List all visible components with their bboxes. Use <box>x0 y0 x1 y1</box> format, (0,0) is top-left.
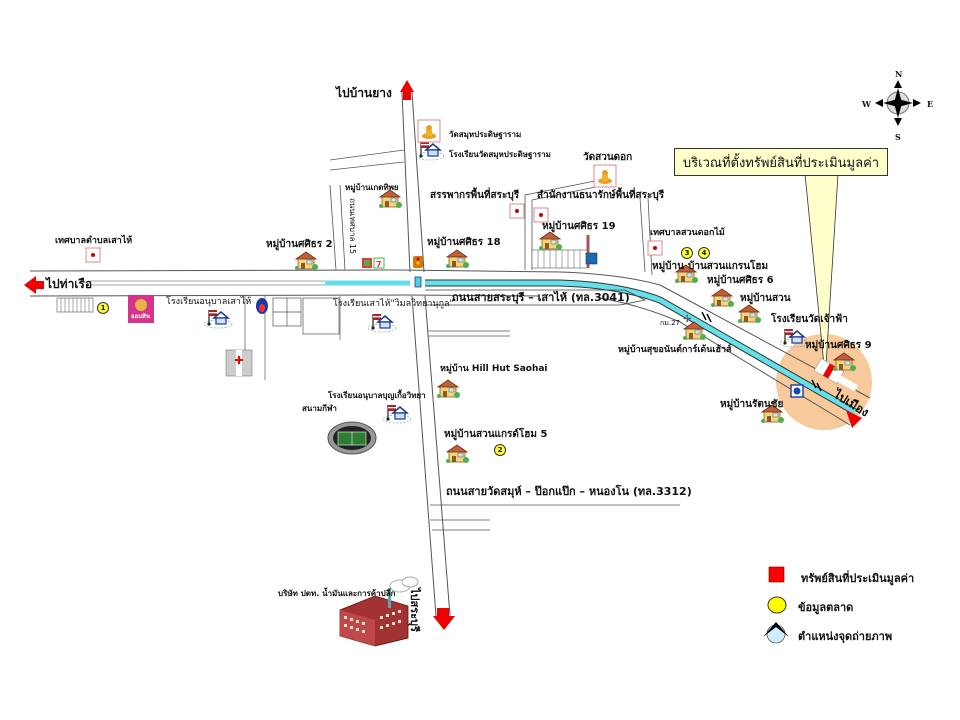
compass-north: N <box>895 69 903 79</box>
south-arrow <box>433 616 455 630</box>
svg-text:7: 7 <box>376 260 382 269</box>
label-stadium: สนามกีฬา <box>302 404 337 413</box>
label-village-suan-grand-5: หมู่บ้านสวนแกรด์โฮม 5 <box>444 429 548 440</box>
house-icon <box>294 251 319 271</box>
market-data-marker-4[interactable]: 4 <box>698 247 710 259</box>
school-icon <box>203 309 233 329</box>
label-wat-suan-dok: วัดสวนดอก <box>583 152 633 163</box>
label-village-sathorn-19: หมู่บ้านศศิธร 19 <box>542 221 616 232</box>
gsb-bank-logo <box>128 295 154 323</box>
label-village-suan-grand-home: บ้านสวนแกรนโฮม <box>688 261 769 272</box>
label-village-sathorn-18: หมู่บ้านศศิธร 18 <box>427 237 501 248</box>
market-data-marker-3[interactable]: 3 <box>681 247 693 259</box>
ptt-factory-icon <box>339 576 419 647</box>
label-village-hill-hut: หมู่บ้าน Hill Hut Saohai <box>440 364 548 374</box>
label-village-sathorn-6: หมู่บ้านศศิธร 6 <box>707 275 774 286</box>
legend-photo-point-icon <box>766 624 786 644</box>
house-icon <box>378 189 403 209</box>
label-school-anuban-sao-hai: โรงเรียนอนุบาลเสาไห้ <box>166 297 252 307</box>
legend-item-market-data: ข้อมูลตลาด <box>798 601 854 614</box>
compass-east: E <box>927 99 934 109</box>
temple-icon <box>417 119 441 143</box>
office-marker-icon <box>533 207 549 223</box>
road-label-bg <box>837 375 859 392</box>
store-icons: 7 <box>362 257 385 269</box>
secondary-road <box>428 330 680 531</box>
legend-market-data-icon <box>767 596 787 614</box>
label-ptt-company: บริษัท ปตท. น้ำมันและการค้าปลีก <box>278 589 396 598</box>
school-icon <box>367 313 397 333</box>
km-marker-label: กม.27 <box>660 319 680 327</box>
label-school-wat-chao-fa: โรงเรียนวัดเจ้าฟ้า <box>771 314 848 325</box>
legend-property-icon <box>768 566 785 583</box>
legend-item-photo-point: ตำแหน่งจุดถ่ายภาพ <box>798 630 893 643</box>
label-village-kaset: หมู่บ้านเกตทิพย <box>345 183 399 192</box>
label-revenue-office: สรรพากรพื้นที่สระบุรี <box>430 190 520 201</box>
label-village-suan: หมู่บ้านสวน <box>740 293 791 304</box>
direction-label-north: ไปบ้านยาง <box>336 86 392 100</box>
km-marker-icon: ✢ <box>683 314 691 325</box>
label-municipality-suan-dok-mai: เทศบาลสวนดอกไม้ <box>650 228 725 238</box>
label-school-anuban-bun: โรงเรียนอนุบาลบุญเกื้อวิทยา <box>328 391 426 400</box>
house-icon <box>737 304 762 324</box>
stadium-icon <box>327 421 377 455</box>
label-village-baan: หมู่บ้าน <box>652 261 684 272</box>
label-village-ratanachai: หมู่บ้านรัตนชัย <box>720 399 784 410</box>
school-icon <box>382 404 412 424</box>
office-marker-icon <box>85 247 101 263</box>
soi-road-label: ถนนเทศบาล 15 <box>348 198 357 255</box>
legend-item-property: ทรัพย์สินที่ประเมินมูลค่า <box>801 572 915 585</box>
west-arrow <box>24 276 36 294</box>
compass-south: S <box>895 132 901 142</box>
callout-text: บริเวณที่ตั้งทรัพย์สินที่ประเมินมูลค่า <box>682 155 880 171</box>
compass-west: W <box>862 99 871 109</box>
office-marker-icon <box>509 203 525 219</box>
compass-rose <box>875 80 921 126</box>
label-treasury-office: สำนักงานธนารักษ์พื้นที่สระบุรี <box>537 190 665 201</box>
direction-label-south: ไปสระบุรี <box>408 588 421 632</box>
hospital-icon <box>225 349 253 377</box>
direction-label-west: ไปท่าเรือ <box>46 277 93 291</box>
main-road <box>29 269 871 426</box>
market-data-marker-1[interactable]: 1 <box>97 302 109 314</box>
market-data-marker-2[interactable]: 2 <box>494 444 506 456</box>
house-icon <box>710 288 735 308</box>
label-school-wat-samuh: โรงเรียนวัดสมุหประดิษฐาราม <box>449 150 551 159</box>
house-icon <box>445 249 470 269</box>
label-village-sathorn-2: หมู่บ้านศศิธร 2 <box>266 239 333 250</box>
label-village-suk-anan: หมู่บ้านสุขอนันต์การ์เด้นเฮ้าส์ <box>618 345 732 355</box>
traffic-light-icon <box>413 256 423 288</box>
main-road-label: ถนนสายสระบุรี – เสาไห้ (ทล.3041) <box>452 291 630 304</box>
label-school-sao-hai: โรงเรียนเสาไห้"วิมลวิทยานุกูล" <box>333 299 454 309</box>
road-sign-icon <box>585 252 598 265</box>
house-icon <box>436 379 461 399</box>
label-gsb: ออมสิน <box>131 313 150 320</box>
north-arrow <box>400 80 414 92</box>
house-icon <box>538 231 563 251</box>
office-marker-icon <box>647 240 663 256</box>
subject-location-callout: บริเวณที่ตั้งทรัพย์สินที่ประเมินมูลค่า <box>674 148 888 176</box>
southeast-arrow <box>846 410 862 428</box>
label-municipality-sao-hai: เทศบาลตำบลเสาไห้ <box>55 236 133 246</box>
north-road <box>400 80 425 273</box>
temple-icon <box>593 164 617 188</box>
label-wat-samuh: วัดสมุหประดิษฐาราม <box>449 130 522 139</box>
secondary-road-label: ถนนสายวัดสมุห์ – ป๊อกแป๊ก – หนองโน (ทล.3… <box>446 485 692 498</box>
main-road-label-frame <box>425 289 647 306</box>
south-road <box>411 295 455 630</box>
label-village-sathorn-9: หมู่บ้านศศิธร 9 <box>805 340 872 351</box>
house-icon <box>445 444 470 464</box>
subject-property-marker <box>813 358 845 384</box>
school-icon <box>415 141 445 161</box>
gas-station-icon <box>256 298 268 314</box>
